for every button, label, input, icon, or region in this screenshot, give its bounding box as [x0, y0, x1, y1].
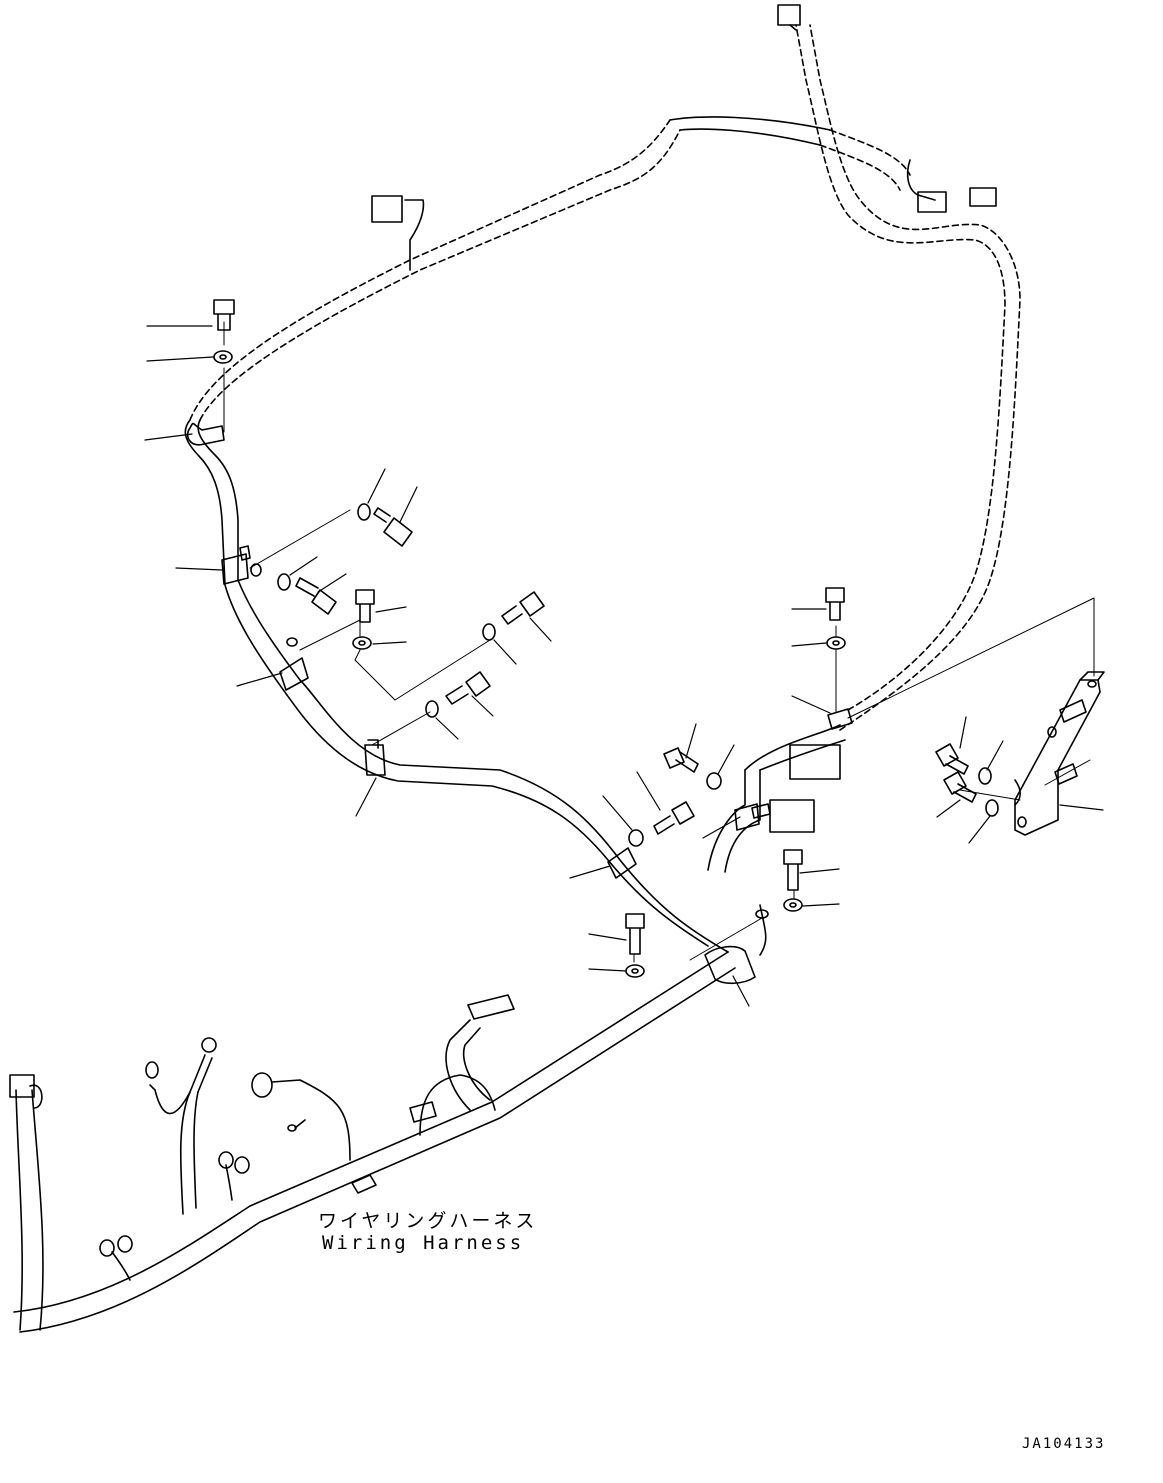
bolt-11	[625, 913, 645, 955]
bolt-13	[943, 771, 977, 803]
drawing-number: JA104133	[1022, 1436, 1106, 1452]
clamp-7	[827, 708, 853, 730]
caption-japanese: ワイヤリングハーネス	[318, 1210, 538, 1232]
clamps	[186, 422, 853, 985]
clamp-1	[186, 422, 225, 446]
reference-lines	[223, 321, 1095, 963]
right-loop-connectors	[777, 4, 997, 213]
clamp-4	[364, 739, 386, 776]
bolt-3	[295, 577, 337, 615]
bolt-10	[783, 849, 803, 891]
washers	[213, 350, 999, 978]
bracket	[1014, 671, 1105, 836]
left-branch	[184, 116, 831, 953]
bolt-6	[445, 671, 491, 705]
clamp-8	[704, 945, 756, 985]
bolt-7	[825, 587, 845, 621]
bolt-8	[663, 747, 699, 773]
bolt-4	[355, 589, 375, 623]
bolt-5	[501, 591, 545, 625]
bolts	[213, 299, 977, 955]
clamp-3	[279, 657, 309, 691]
leader-lines	[144, 325, 1104, 1007]
clamp-2	[221, 545, 251, 585]
lower-branches	[99, 994, 515, 1281]
bolt-2	[373, 507, 413, 547]
bolt-12	[935, 743, 969, 775]
mid-connector-assembly	[707, 724, 846, 956]
caption-english: Wiring Harness	[322, 1232, 525, 1254]
right-loop	[795, 24, 1021, 731]
clamp-6	[734, 803, 771, 831]
bolt-9	[653, 801, 695, 835]
clamp-5	[607, 847, 637, 879]
main-harness	[9, 951, 736, 1333]
